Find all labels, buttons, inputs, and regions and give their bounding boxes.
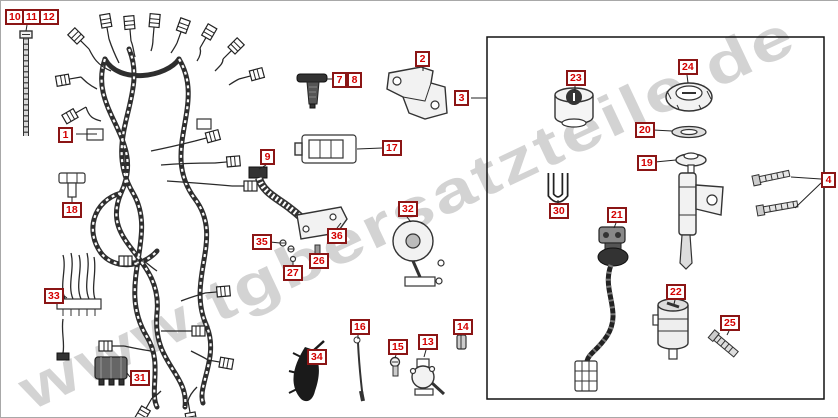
part-label-16[interactable]: 16 [350, 319, 370, 335]
part-label-9[interactable]: 9 [260, 149, 275, 165]
part-label-20[interactable]: 20 [635, 122, 655, 138]
part-label-3[interactable]: 3 [454, 90, 469, 106]
part-label-8[interactable]: 8 [347, 72, 362, 88]
bracket-drawing [386, 66, 448, 120]
cdi-unit-drawing [294, 134, 357, 164]
lock-set-box [486, 36, 825, 400]
cap-nut-drawing [456, 334, 467, 350]
part-label-36[interactable]: 36 [327, 228, 347, 244]
gasket-disc-drawing [671, 125, 707, 139]
part-label-13[interactable]: 13 [418, 334, 438, 350]
part-label-31[interactable]: 31 [130, 370, 150, 386]
part-label-12[interactable]: 12 [39, 9, 59, 25]
lock-cylinder-drawing [652, 298, 689, 360]
lock-body-drawing [678, 172, 724, 270]
screw-10-11-12-drawing [19, 30, 33, 136]
part-label-14[interactable]: 14 [453, 319, 473, 335]
part-label-2[interactable]: 2 [415, 51, 430, 67]
part-label-19[interactable]: 19 [637, 155, 657, 171]
valve-assembly-drawing [409, 358, 446, 396]
part-label-10[interactable]: 10 [5, 9, 25, 25]
part-label-17[interactable]: 17 [382, 140, 402, 156]
fuse-holder-drawing [58, 172, 86, 198]
part-label-4[interactable]: 4 [821, 172, 836, 188]
relay-drawing [94, 356, 128, 386]
part-label-18[interactable]: 18 [62, 202, 82, 218]
plug-7-8-drawing [296, 73, 328, 109]
leader-lines [25, 24, 822, 378]
part-label-23[interactable]: 23 [566, 70, 586, 86]
part-label-7[interactable]: 7 [332, 72, 347, 88]
part-label-34[interactable]: 34 [307, 349, 327, 365]
part-label-21[interactable]: 21 [607, 207, 627, 223]
screw-25-drawing [707, 329, 739, 358]
part-label-26[interactable]: 26 [309, 253, 329, 269]
rod-drawing [353, 336, 365, 402]
switch-cap-drawing [554, 87, 594, 128]
part-label-22[interactable]: 22 [666, 284, 686, 300]
screw-15-drawing [389, 356, 401, 377]
part-label-35[interactable]: 35 [252, 234, 272, 250]
part-label-24[interactable]: 24 [678, 59, 698, 75]
screw-27-drawing [289, 255, 297, 263]
cap-drawing [665, 82, 713, 112]
wiring-harness-drawing [54, 12, 266, 417]
part-label-1[interactable]: 1 [58, 127, 73, 143]
part-label-27[interactable]: 27 [283, 265, 303, 281]
ignition-switch-drawing [574, 226, 629, 392]
part-label-33[interactable]: 33 [44, 288, 64, 304]
clip-drawing [547, 173, 569, 203]
part-label-32[interactable]: 32 [398, 201, 418, 217]
lock-cap-drawing [675, 152, 707, 174]
part-label-15[interactable]: 15 [388, 339, 408, 355]
bolts-4-drawing [751, 169, 799, 217]
horn-drawing [392, 220, 445, 287]
part-label-25[interactable]: 25 [720, 315, 740, 331]
part-label-30[interactable]: 30 [549, 203, 569, 219]
